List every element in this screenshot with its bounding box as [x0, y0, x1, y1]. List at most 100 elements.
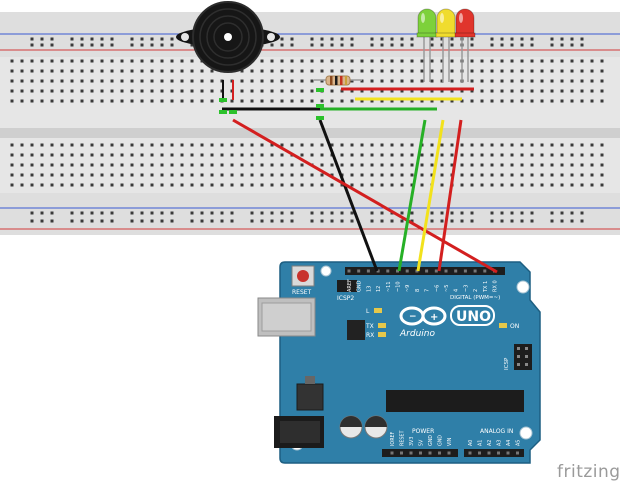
rail-hole: [380, 219, 384, 223]
breadboard-hole: [200, 89, 204, 93]
breadboard-hole: [200, 69, 204, 73]
breadboard-hole: [370, 99, 374, 103]
breadboard-hole: [120, 99, 124, 103]
rail-hole: [140, 219, 144, 223]
breadboard-hole: [370, 59, 374, 63]
digital-pin-label: ~5: [444, 285, 450, 292]
breadboard-hole: [550, 153, 554, 157]
breadboard-hole: [530, 59, 534, 63]
header-pin: [386, 269, 390, 273]
breadboard-hole: [500, 183, 504, 187]
breadboard-hole: [130, 183, 134, 187]
breadboard-hole: [520, 143, 524, 147]
rail-hole: [320, 219, 324, 223]
rail-hole: [340, 37, 344, 41]
breadboard-hole: [100, 163, 104, 167]
breadboard-hole: [50, 69, 54, 73]
rail-hole: [210, 219, 214, 223]
board-model: UNO: [456, 309, 491, 325]
breadboard-hole: [370, 69, 374, 73]
rail-hole: [440, 211, 444, 215]
breadboard-hole: [180, 153, 184, 157]
breadboard-hole: [580, 143, 584, 147]
breadboard-hole: [90, 183, 94, 187]
rail-hole: [470, 211, 474, 215]
rail-hole: [30, 43, 34, 47]
breadboard-hole: [460, 143, 464, 147]
breadboard-hole: [380, 79, 384, 83]
breadboard-hole: [250, 153, 254, 157]
breadboard-hole: [390, 163, 394, 167]
breadboard-hole: [550, 183, 554, 187]
breadboard-hole: [150, 79, 154, 83]
breadboard-hole: [10, 173, 14, 177]
breadboard-hole: [440, 173, 444, 177]
rail-hole: [550, 37, 554, 41]
breadboard-hole: [60, 99, 64, 103]
breadboard-hole: [30, 69, 34, 73]
rail-hole: [50, 211, 54, 215]
wire-buzzer-signal: [232, 118, 498, 274]
breadboard-hole: [40, 79, 44, 83]
rail-hole: [560, 43, 564, 47]
breadboard-hole: [100, 59, 104, 63]
rail-hole: [410, 37, 414, 41]
breadboard-hole: [150, 173, 154, 177]
rail-hole: [560, 219, 564, 223]
breadboard-hole: [590, 99, 594, 103]
header-pin: [473, 269, 477, 273]
breadboard-hole: [370, 79, 374, 83]
rail-hole: [320, 43, 324, 47]
breadboard-hole: [550, 69, 554, 73]
breadboard-hole: [50, 143, 54, 147]
digital-header: [345, 267, 505, 275]
breadboard-hole: [410, 59, 414, 63]
breadboard-hole: [200, 99, 204, 103]
breadboard-hole: [250, 69, 254, 73]
breadboard-hole: [350, 143, 354, 147]
breadboard-hole: [280, 143, 284, 147]
breadboard-hole: [480, 153, 484, 157]
breadboard-hole: [520, 79, 524, 83]
breadboard-hole: [600, 99, 604, 103]
breadboard-hole: [70, 173, 74, 177]
breadboard-hole: [190, 69, 194, 73]
breadboard-hole: [270, 173, 274, 177]
breadboard-hole: [350, 153, 354, 157]
breadboard-hole: [550, 89, 554, 93]
led-rx-label: RX: [366, 332, 374, 339]
breadboard-hole: [210, 153, 214, 157]
breadboard-hole: [580, 183, 584, 187]
breadboard-hole: [500, 143, 504, 147]
breadboard-hole: [140, 59, 144, 63]
rail-hole: [470, 37, 474, 41]
breadboard-hole: [150, 183, 154, 187]
breadboard-hole: [80, 59, 84, 63]
rail-hole: [80, 211, 84, 215]
breadboard-hole: [370, 153, 374, 157]
rail-hole: [40, 211, 44, 215]
breadboard-hole: [460, 173, 464, 177]
rail-hole: [500, 43, 504, 47]
breadboard-hole: [70, 143, 74, 147]
breadboard-hole: [440, 143, 444, 147]
breadboard-hole: [490, 183, 494, 187]
breadboard-hole: [440, 89, 444, 93]
breadboard-hole: [560, 143, 564, 147]
breadboard-hole: [10, 69, 14, 73]
rail-hole: [260, 219, 264, 223]
breadboard-hole: [340, 183, 344, 187]
breadboard-hole: [40, 99, 44, 103]
rail-hole: [440, 43, 444, 47]
breadboard-hole: [50, 173, 54, 177]
breadboard-hole: [290, 79, 294, 83]
rail-hole: [510, 211, 514, 215]
analog-pin-label: A0: [468, 440, 474, 446]
breadboard-hole: [200, 163, 204, 167]
breadboard-hole: [300, 153, 304, 157]
breadboard-hole: [470, 99, 474, 103]
breadboard-hole: [410, 163, 414, 167]
reset-button-cap[interactable]: [297, 270, 309, 282]
breadboard-hole: [320, 153, 324, 157]
rail-hole: [230, 219, 234, 223]
